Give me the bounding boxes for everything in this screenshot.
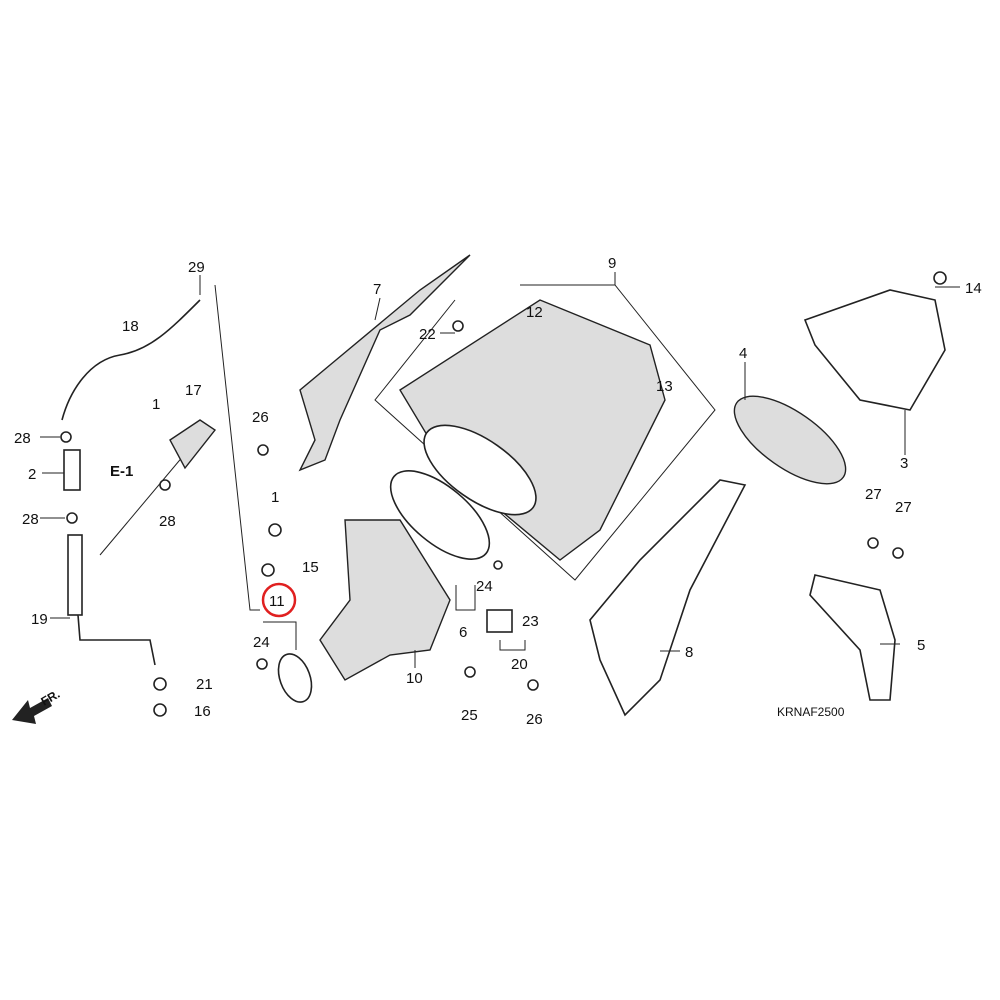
- joint-2: [63, 449, 81, 491]
- cap-17: [169, 419, 217, 470]
- callout-28-top: 28: [14, 430, 31, 447]
- band-11: [277, 653, 313, 703]
- callout-1-lower: 1: [271, 489, 279, 506]
- callout-18: 18: [122, 318, 139, 335]
- group-frame-left: [214, 284, 260, 611]
- callout-23: 23: [522, 613, 539, 630]
- callout-26-lower: 26: [526, 711, 543, 728]
- callout-5: 5: [917, 637, 925, 654]
- callout-4: 4: [739, 345, 747, 362]
- callout-10: 10: [406, 670, 423, 687]
- group-frame-9: [374, 284, 716, 581]
- callout-25: 25: [461, 707, 478, 724]
- callout-17: 17: [185, 382, 202, 399]
- callout-1-upper: 1: [152, 396, 160, 413]
- callout-26-upper: 26: [252, 409, 269, 426]
- callout-6: 6: [459, 624, 467, 641]
- front-arrow-icon: [12, 698, 52, 724]
- gasket-6: [389, 470, 491, 560]
- callout-15: 15: [302, 559, 319, 576]
- callout-22: 22: [419, 326, 436, 343]
- callout-14: 14: [965, 280, 982, 297]
- callout-28-mid: 28: [159, 513, 176, 530]
- diagram-code: KRNAF2500: [777, 705, 845, 719]
- filter-3: [803, 289, 946, 411]
- hose-18: [61, 299, 201, 421]
- callout-8: 8: [685, 644, 693, 661]
- callout-20: 20: [511, 656, 528, 673]
- callout-27-right: 27: [895, 499, 912, 516]
- mudguard-5: [809, 574, 896, 701]
- filter-cage-4: [733, 395, 847, 485]
- boot-10: [319, 519, 451, 681]
- leader-lines: [40, 272, 960, 668]
- callout-16: 16: [194, 703, 211, 720]
- callout-12: 12: [526, 304, 543, 321]
- callout-21: 21: [196, 676, 213, 693]
- callout-11: 11: [269, 593, 285, 610]
- callout-24-left: 24: [253, 634, 270, 651]
- callout-2: 2: [28, 466, 36, 483]
- side-cover-8: [589, 479, 747, 717]
- pipe-19: [67, 534, 83, 616]
- fasteners: [60, 271, 947, 717]
- callout-27-left: 27: [865, 486, 882, 503]
- callout-24-center: 24: [476, 578, 493, 595]
- airbox-opening: [423, 424, 537, 516]
- reference-e1: E-1: [110, 463, 133, 480]
- callout-13: 13: [656, 378, 673, 395]
- callout-19: 19: [31, 611, 48, 628]
- callout-3: 3: [900, 455, 908, 472]
- hose-19: [77, 614, 156, 666]
- callout-7: 7: [373, 281, 381, 298]
- highlight-circle: [261, 582, 297, 618]
- callout-28-left: 28: [22, 511, 39, 528]
- callout-29: 29: [188, 259, 205, 276]
- bracket-7: [298, 254, 471, 472]
- callout-9: 9: [608, 255, 616, 272]
